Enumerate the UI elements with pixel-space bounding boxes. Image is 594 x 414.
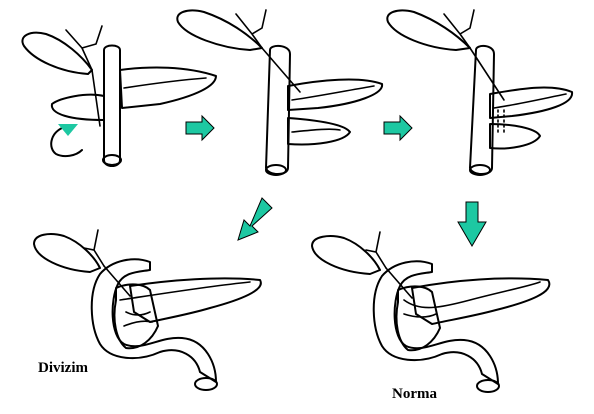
- ventral-bud: [489, 123, 541, 150]
- fusion-gap: [125, 311, 151, 316]
- duodenum-opening: [102, 154, 122, 166]
- gallbladder: [386, 9, 471, 51]
- label-normal: Norma: [392, 386, 437, 402]
- duodenum-opening: [265, 164, 287, 176]
- bile-duct: [91, 69, 101, 127]
- dorsal-bud: [489, 86, 573, 119]
- gallbladder: [176, 9, 263, 51]
- pancreas-body-tail: [411, 277, 551, 325]
- hepatic-duct: [365, 231, 387, 269]
- down-arrow-icon: [457, 201, 487, 247]
- ventral-bud: [50, 93, 105, 121]
- ventral-duct: [291, 128, 341, 133]
- branch-arrow-normal: [457, 201, 487, 247]
- hepatic-duct: [235, 9, 267, 49]
- common-duct: [385, 267, 413, 299]
- rotation-arrow-head: [58, 124, 78, 136]
- dorsal-bud: [119, 66, 217, 109]
- dorsal-duct: [123, 77, 207, 89]
- rotation-arrow-icon: [50, 127, 83, 158]
- dorsal-bud: [287, 78, 383, 111]
- duodenum-loop: [265, 44, 291, 175]
- fusion-dotted-line: [497, 109, 505, 135]
- right-arrow-icon: [383, 114, 413, 142]
- stage-3-buds-touching: [386, 9, 573, 176]
- gallbladder: [21, 31, 93, 75]
- pancreas-body-tail: [129, 277, 262, 323]
- duodenum-loop: [469, 44, 495, 175]
- duodenum-opening: [476, 379, 500, 393]
- stage-2-rotation: [176, 9, 383, 176]
- pancreas-head: [395, 285, 441, 352]
- dorsal-duct: [291, 85, 375, 101]
- duodenum-opening: [469, 164, 491, 176]
- ventral-duct-separate: [123, 320, 153, 327]
- pancreas-head: [113, 283, 159, 350]
- accessory-duct: [403, 313, 437, 318]
- result-normal: Norma: [311, 231, 551, 402]
- common-duct: [469, 47, 505, 101]
- label-divisum: Divizim: [38, 360, 88, 376]
- stage-1-separate-buds: [21, 25, 217, 167]
- step-arrow-1: [185, 114, 215, 142]
- common-duct: [103, 265, 131, 297]
- result-pancreas-divisum: Divizim: [33, 229, 262, 391]
- duodenum-opening: [194, 377, 218, 391]
- duodenum-tube: [103, 44, 121, 167]
- dorsal-duct: [493, 93, 567, 109]
- right-arrow-icon: [185, 114, 215, 142]
- down-arrow-icon: [237, 197, 273, 241]
- hepatic-duct: [65, 25, 103, 71]
- dorsal-duct: [119, 281, 251, 301]
- ventral-bud: [287, 117, 351, 146]
- gallbladder: [311, 235, 381, 275]
- hepatic-duct: [443, 9, 475, 49]
- hepatic-duct: [83, 229, 105, 267]
- main-duct-fused: [403, 281, 541, 309]
- branch-arrow-divisum: [237, 197, 273, 241]
- gallbladder: [33, 233, 101, 273]
- step-arrow-2: [383, 114, 413, 142]
